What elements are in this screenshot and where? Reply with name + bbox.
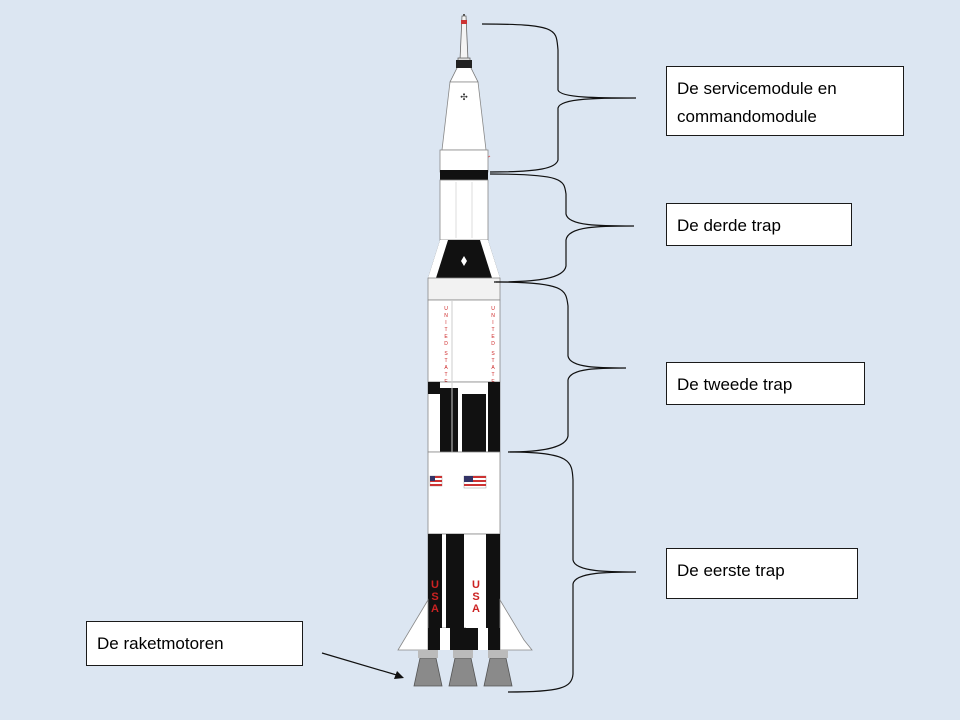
label-rocket-engines: De raketmotoren <box>86 621 303 666</box>
brace-group <box>481 23 637 693</box>
rocket-engines <box>413 650 513 687</box>
svg-text:A: A <box>431 603 439 615</box>
brace-first-stage <box>507 451 637 693</box>
second-stage: UNI TED STA TES UNI TED STA TES <box>427 277 501 453</box>
service-and-command-module: ✣ <box>439 60 491 173</box>
escape-tower <box>457 14 471 65</box>
svg-text:S: S <box>444 351 448 357</box>
svg-text:T: T <box>491 358 494 364</box>
brace-second-stage <box>495 281 627 453</box>
svg-text:S: S <box>472 591 479 603</box>
svg-text:A: A <box>444 365 448 371</box>
svg-text:I: I <box>492 320 493 326</box>
label-second-stage: De tweede trap <box>666 362 865 405</box>
svg-text:T: T <box>491 372 494 378</box>
svg-text:T: T <box>444 327 447 333</box>
svg-text:N: N <box>444 313 448 319</box>
brace-third-stage <box>489 173 635 283</box>
svg-text:S: S <box>491 351 495 357</box>
svg-text:A: A <box>491 365 495 371</box>
svg-text:T: T <box>444 358 447 364</box>
svg-text:E: E <box>491 334 495 340</box>
svg-text:D: D <box>444 341 448 347</box>
svg-text:U: U <box>444 306 448 312</box>
label-third-stage: De derde trap <box>666 203 852 246</box>
svg-text:U: U <box>491 306 495 312</box>
svg-text:D: D <box>491 341 495 347</box>
usa-flag-icon <box>429 475 487 489</box>
svg-text:U: U <box>472 579 480 591</box>
label-first-stage: De eerste trap <box>666 548 858 599</box>
svg-text:E: E <box>444 334 448 340</box>
svg-text:N: N <box>491 313 495 319</box>
usa-marking: USA USA <box>431 579 480 615</box>
svg-text:S: S <box>431 591 438 603</box>
svg-text:A: A <box>472 603 480 615</box>
svg-text:U: U <box>431 579 439 591</box>
label-service-module: De servicemodule en commandomodule <box>666 66 904 136</box>
third-stage <box>428 170 500 278</box>
first-stage: USA USA <box>397 451 533 651</box>
svg-text:T: T <box>444 372 447 378</box>
brace-service-module <box>481 23 637 173</box>
svg-text:✣: ✣ <box>460 92 468 102</box>
arrow-to-engines <box>321 652 404 679</box>
svg-text:I: I <box>445 320 446 326</box>
saturn-v-rocket: ✣ UNI TED STA TES UNI TE <box>397 14 533 687</box>
svg-text:T: T <box>491 327 494 333</box>
